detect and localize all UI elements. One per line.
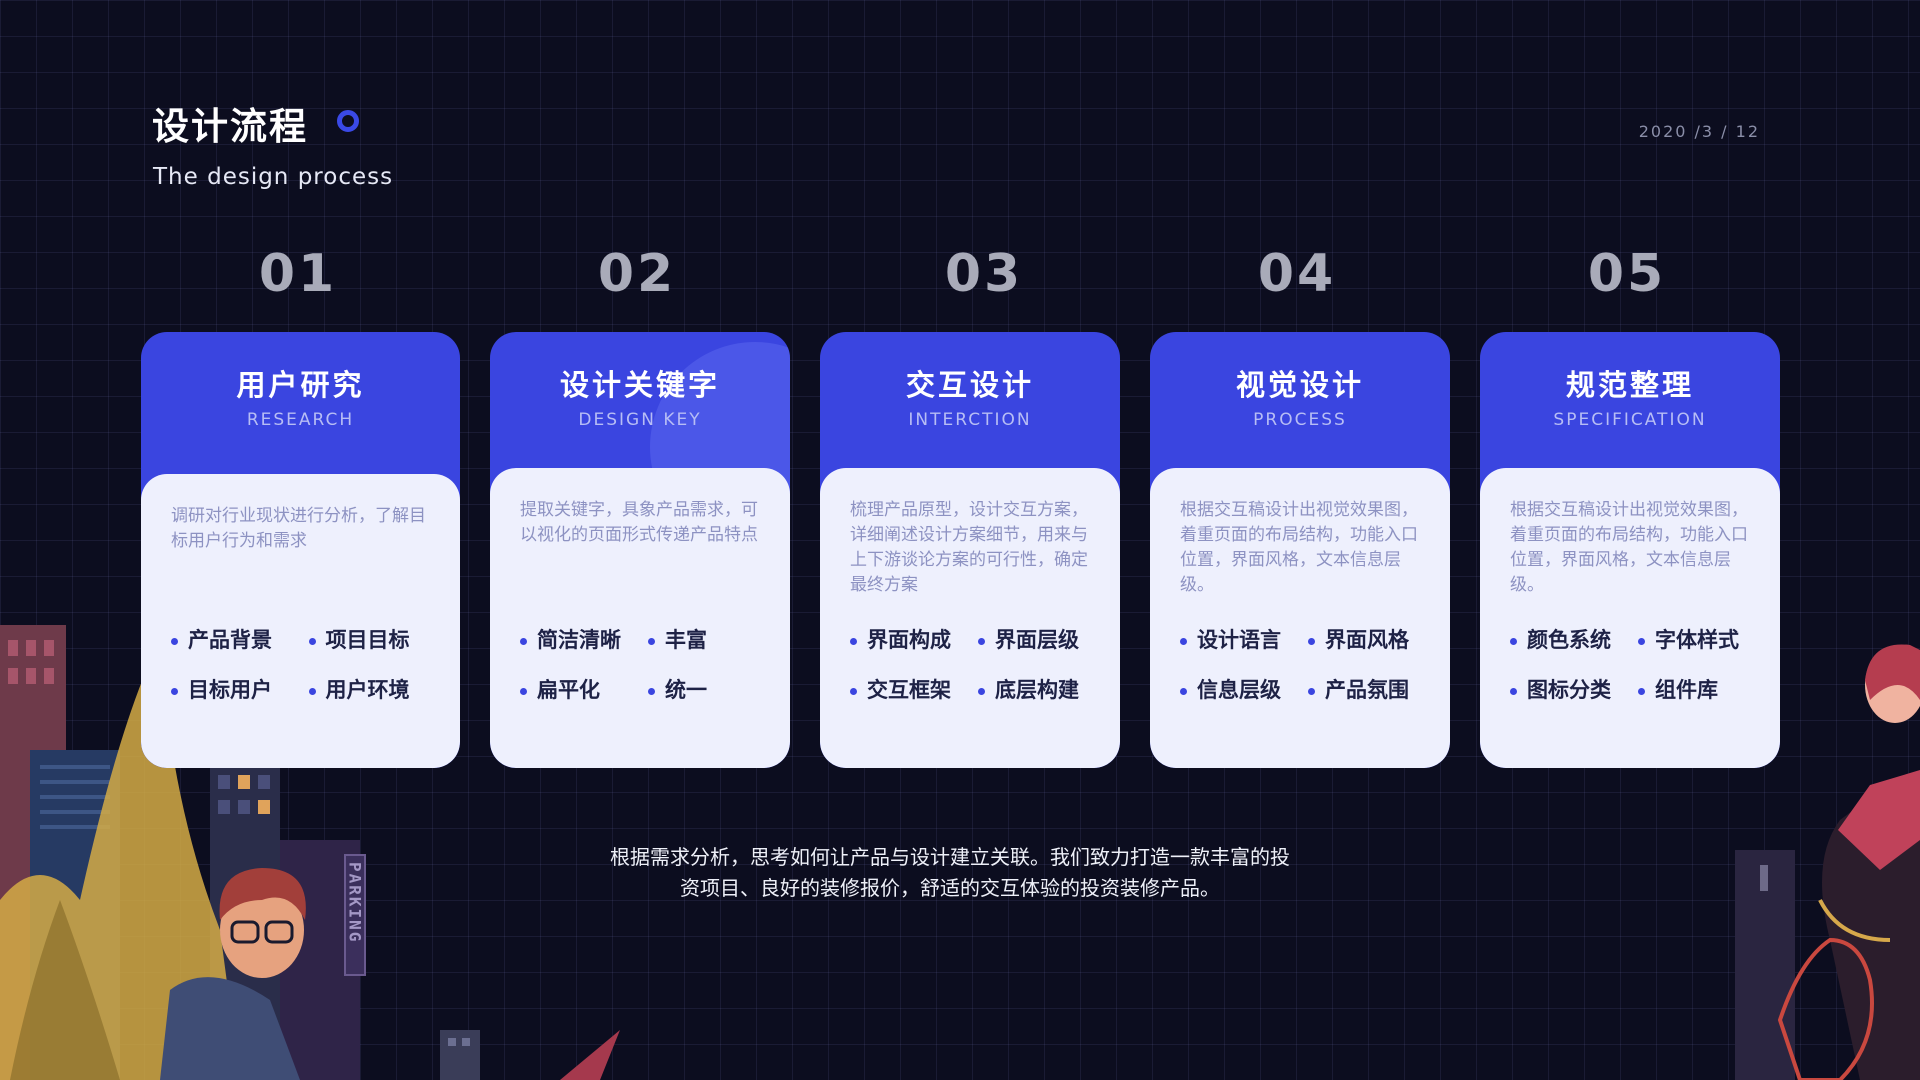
step-card-design-key[interactable]: 设计关键字 DESIGN KEY 提取关键字，具象产品需求，可以视化的页面形式传… (490, 332, 790, 768)
step-number-4: 04 (1257, 244, 1337, 304)
card-subtitle: INTERCTION (908, 410, 1032, 430)
card-description: 梳理产品原型，设计交互方案，详细阐述设计方案细节，用来与上下游谈论方案的可行性，… (850, 500, 1088, 595)
bullet-icon (648, 637, 655, 645)
step-number-1: 01 (258, 244, 338, 304)
card-description: 调研对行业现状进行分析，了解目标用户行为和需求 (171, 506, 426, 551)
tag-item: 设计语言 (1180, 624, 1308, 654)
card-title: 视觉设计 (1235, 368, 1364, 402)
bullet-icon (1308, 687, 1315, 695)
step-number-2: 02 (597, 244, 677, 304)
card-body: 根据交互稿设计出视觉效果图，着重页面的布局结构，功能入口位置，界面风格，文本信息… (1480, 468, 1780, 768)
bullet-icon (850, 637, 857, 645)
city-illustration-left: PARKING (0, 625, 620, 1080)
card-tags: 产品背景 项目目标 目标用户 用户环境 (171, 624, 446, 704)
bullet-icon (978, 637, 985, 645)
tag-item: 图标分类 (1510, 674, 1638, 704)
card-title: 设计关键字 (559, 368, 720, 402)
page-subtitle: The design process (153, 164, 394, 190)
card-tags: 设计语言 界面风格 信息层级 产品氛围 (1180, 624, 1436, 704)
bullet-icon (308, 637, 316, 645)
card-header: 交互设计 INTERCTION (820, 332, 1120, 482)
bullet-icon (520, 687, 527, 695)
step-card-research[interactable]: 用户研究 RESEARCH 调研对行业现状进行分析，了解目标用户行为和需求 产品… (141, 332, 460, 768)
step-card-visual[interactable]: 视觉设计 PROCESS 根据交互稿设计出视觉效果图，着重页面的布局结构，功能入… (1150, 332, 1450, 768)
card-subtitle: PROCESS (1253, 410, 1347, 430)
bullet-icon (1180, 687, 1187, 695)
card-body: 调研对行业现状进行分析，了解目标用户行为和需求 产品背景 项目目标 目标用户 用… (141, 474, 460, 768)
card-tags: 界面构成 界面层级 交互框架 底层构建 (850, 624, 1106, 704)
tag-item: 界面构成 (850, 624, 978, 654)
card-body: 提取关键字，具象产品需求，可以视化的页面形式传递产品特点 简洁清晰 丰富 扁平化… (490, 468, 790, 768)
bullet-icon (520, 637, 527, 645)
card-header: 用户研究 RESEARCH (141, 332, 460, 482)
tag-item: 字体样式 (1638, 624, 1766, 654)
tag-item: 简洁清晰 (520, 624, 648, 654)
step-card-specification[interactable]: 规范整理 SPECIFICATION 根据交互稿设计出视觉效果图，着重页面的布局… (1480, 332, 1780, 768)
bullet-icon (1180, 637, 1187, 645)
tag-item: 产品背景 (171, 624, 309, 654)
tag-item: 底层构建 (978, 674, 1106, 704)
card-title: 用户研究 (236, 368, 365, 402)
bullet-icon (1510, 637, 1517, 645)
summary-line-2: 资项目、良好的装修报价，舒适的交互体验的投资装修产品。 (680, 876, 1220, 900)
bullet-icon (978, 687, 985, 695)
card-header: 规范整理 SPECIFICATION (1480, 332, 1780, 482)
tag-item: 组件库 (1638, 674, 1766, 704)
card-description: 提取关键字，具象产品需求，可以视化的页面形式传递产品特点 (520, 500, 758, 545)
tag-item: 信息层级 (1180, 674, 1308, 704)
bullet-icon (1638, 687, 1645, 695)
step-number-5: 05 (1587, 244, 1667, 304)
parking-sign: PARKING (346, 862, 365, 943)
bullet-icon (1510, 687, 1517, 695)
date-label: 2020 /3 / 12 (1638, 122, 1760, 141)
tag-item: 产品氛围 (1308, 674, 1436, 704)
title-dot-icon (337, 110, 359, 132)
tag-item: 扁平化 (520, 674, 648, 704)
card-body: 梳理产品原型，设计交互方案，详细阐述设计方案细节，用来与上下游谈论方案的可行性，… (820, 468, 1120, 768)
card-header: 设计关键字 DESIGN KEY (490, 332, 790, 482)
summary-text: 根据需求分析，思考如何让产品与设计建立关联。我们致力打造一款丰富的投 资项目、良… (560, 842, 1340, 904)
card-body: 根据交互稿设计出视觉效果图，着重页面的布局结构，功能入口位置，界面风格，文本信息… (1150, 468, 1450, 768)
summary-line-1: 根据需求分析，思考如何让产品与设计建立关联。我们致力打造一款丰富的投 (610, 845, 1290, 869)
bullet-icon (1638, 637, 1645, 645)
card-subtitle: DESIGN KEY (578, 410, 702, 430)
step-card-interaction[interactable]: 交互设计 INTERCTION 梳理产品原型，设计交互方案，详细阐述设计方案细节… (820, 332, 1120, 768)
tag-item: 项目目标 (308, 624, 447, 654)
tag-item: 颜色系统 (1510, 624, 1638, 654)
tag-item: 统一 (648, 674, 776, 704)
bullet-icon (850, 687, 857, 695)
bullet-icon (308, 687, 316, 695)
card-tags: 颜色系统 字体样式 图标分类 组件库 (1510, 624, 1766, 704)
tag-item: 丰富 (648, 624, 776, 654)
tag-item: 界面风格 (1308, 624, 1436, 654)
tag-item: 目标用户 (171, 674, 309, 704)
tag-item: 交互框架 (850, 674, 978, 704)
tag-item: 界面层级 (978, 624, 1106, 654)
card-header: 视觉设计 PROCESS (1150, 332, 1450, 482)
card-title: 交互设计 (905, 368, 1034, 402)
figure-illustration-right (1735, 644, 1920, 1080)
card-description: 根据交互稿设计出视觉效果图，着重页面的布局结构，功能入口位置，界面风格，文本信息… (1180, 500, 1418, 595)
bullet-icon (1308, 637, 1315, 645)
page-title: 设计流程 (152, 105, 308, 148)
card-title: 规范整理 (1565, 368, 1694, 402)
step-number-3: 03 (944, 244, 1024, 304)
bullet-icon (171, 687, 178, 695)
tag-item: 用户环境 (308, 674, 447, 704)
bullet-icon (648, 687, 655, 695)
card-description: 根据交互稿设计出视觉效果图，着重页面的布局结构，功能入口位置，界面风格，文本信息… (1510, 500, 1748, 595)
card-subtitle: SPECIFICATION (1553, 410, 1707, 430)
card-subtitle: RESEARCH (246, 410, 355, 430)
bullet-icon (171, 637, 178, 645)
card-tags: 简洁清晰 丰富 扁平化 统一 (520, 624, 776, 704)
